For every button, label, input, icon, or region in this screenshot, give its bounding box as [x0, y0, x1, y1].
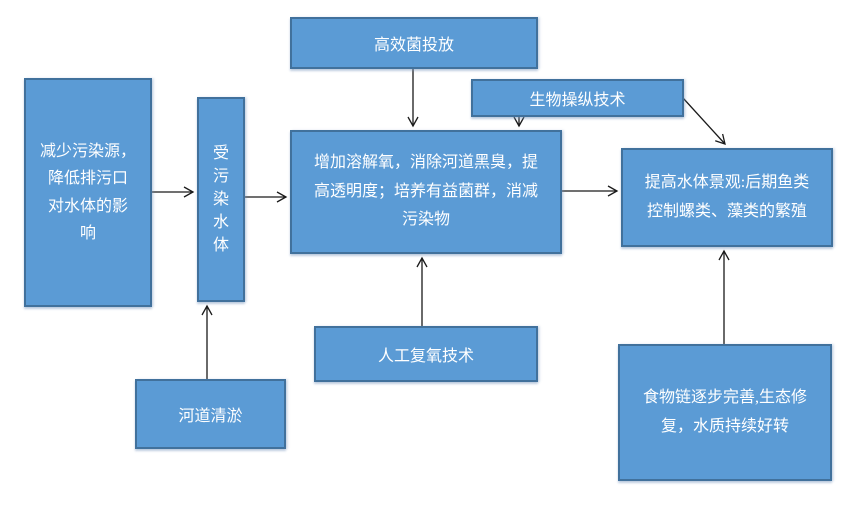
- box-food-chain-restoration: 食物链逐步完善,生态修 复，水质持续好转: [618, 344, 832, 481]
- box-dredging-label: 河道清淤: [178, 408, 243, 425]
- box-reoxygenation-label: 人工复氧技术: [377, 348, 474, 365]
- box-improve-water-landscape: 提高水体景观:后期鱼类 控制螺类、藻类的繁殖: [621, 148, 833, 247]
- arrow-bio-to-landscape: [682, 97, 726, 145]
- box-polluted-water-label: 受 污 染 水 体: [212, 144, 229, 255]
- box-center-effect-label: 增加溶解氧，消除河道黑臭，提 高透明度；培养有益菌群，消减 污染物: [313, 154, 538, 229]
- box-bio-manipulation-technology: 生物操纵技术: [471, 79, 684, 117]
- box-bio-manipulation-label: 生物操纵技术: [529, 92, 626, 109]
- box-artificial-reoxygenation: 人工复氧技术: [314, 326, 538, 382]
- box-food-chain-label: 食物链逐步完善,生态修 复，水质持续好转: [642, 389, 807, 435]
- box-reduce-pollution-source: 减少污染源， 降低排污口 对水体的影 响: [24, 78, 152, 307]
- box-river-dredging: 河道清淤: [135, 379, 286, 449]
- box-efficient-bacteria-dosing: 高效菌投放: [290, 17, 538, 69]
- box-polluted-water: 受 污 染 水 体: [197, 97, 245, 302]
- box-dissolved-oxygen-effect: 增加溶解氧，消除河道黑臭，提 高透明度；培养有益菌群，消减 污染物: [290, 130, 562, 254]
- box-reduce-pollution-label: 减少污染源， 降低排污口 对水体的影 响: [39, 143, 136, 242]
- box-landscape-label: 提高水体景观:后期鱼类 控制螺类、藻类的繁殖: [644, 174, 810, 220]
- box-bacteria-label: 高效菌投放: [373, 37, 454, 54]
